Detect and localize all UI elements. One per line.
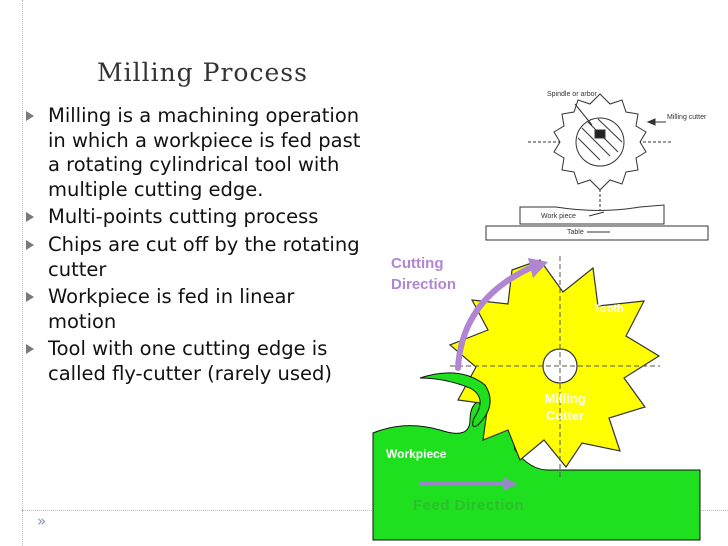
cutting-direction-label: Cutting Direction	[391, 255, 457, 293]
bullet-text: Chips are cut off by the rotating cutter	[48, 232, 360, 281]
double-chevron-right-icon[interactable]: »	[37, 512, 47, 530]
schematic-hub	[575, 117, 625, 167]
table-label-schematic: Table	[567, 229, 584, 236]
spindle-label: Spindle or arbor	[547, 91, 597, 98]
feed-direction-arrowhead-icon	[503, 477, 518, 491]
schematic-table	[485, 225, 709, 241]
milling-cutter-label: Milling Cutter	[544, 391, 586, 423]
bullet-triangle-icon	[26, 111, 34, 121]
workpiece-label-schematic: Work piece	[541, 213, 576, 220]
bullet-item: Milling is a machining operation in whic…	[24, 104, 364, 202]
bullet-item: Multi-points cutting process	[24, 205, 364, 230]
bullet-text: Milling is a machining operation in whic…	[48, 104, 361, 201]
bullet-text: Workpiece is fed in linear motion	[48, 285, 295, 333]
bullet-item: Workpiece is fed in linear motion	[24, 285, 364, 334]
left-divider	[22, 0, 23, 546]
bullet-text: Tool with one cutting edge is called fly…	[48, 337, 332, 385]
bullet-triangle-icon	[26, 239, 34, 250]
bullet-list: Milling is a machining operation in whic…	[24, 104, 364, 390]
workpiece-label: Workpiece	[386, 447, 447, 461]
bullet-triangle-icon	[26, 292, 34, 303]
feed-direction-label: Feed Direction	[413, 497, 525, 514]
schematic-cutter	[553, 93, 647, 191]
bullet-item: Chips are cut off by the rotating cutter	[24, 233, 364, 282]
bullet-item: Tool with one cutting edge is called fly…	[24, 337, 364, 386]
cutting-direction-arrowhead-icon	[528, 258, 548, 278]
schematic-workpiece	[519, 204, 665, 225]
slide-title: Milling Process	[97, 58, 308, 87]
schematic-key	[594, 129, 606, 139]
cutter-label: Milling cutter	[667, 114, 707, 121]
tooth-label: Tooth	[594, 303, 624, 315]
cutting-direction-arrow	[455, 265, 533, 371]
bullet-text: Multi-points cutting process	[48, 205, 319, 229]
bullet-triangle-icon	[26, 212, 34, 223]
bullet-triangle-icon	[26, 344, 34, 355]
chip-curl	[419, 372, 491, 427]
